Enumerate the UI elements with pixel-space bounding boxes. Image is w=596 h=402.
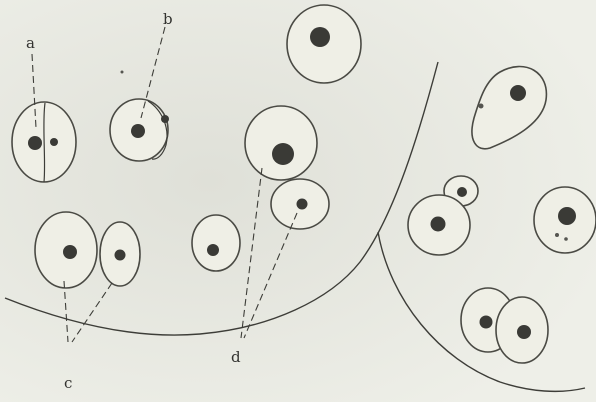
label-c: c [64,374,72,392]
cell-top [287,5,361,83]
label-d: d [231,348,241,366]
cell-c-right [100,222,140,286]
cell-right-large [534,187,596,253]
cell-d-large [245,106,317,180]
cell-b [110,99,169,161]
small-speck [121,71,124,74]
cell-right-mid [408,195,470,255]
cell-c-left [35,212,97,288]
cell-pair-right [496,297,548,363]
label-b: b [163,10,173,28]
cell-mid-small [192,215,240,271]
cell-d-small [271,179,329,229]
cell-a [12,102,76,182]
label-a: a [26,34,35,52]
